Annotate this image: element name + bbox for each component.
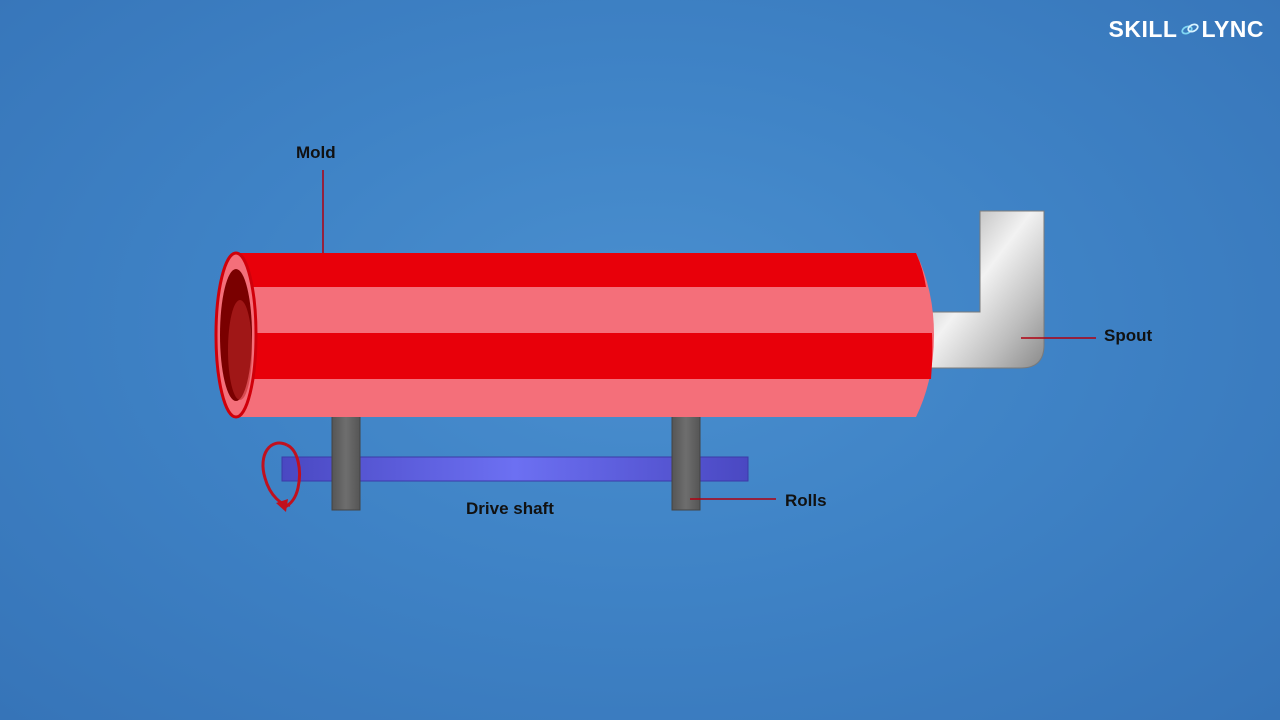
rotation-arrow-icon — [261, 441, 302, 512]
mold — [214, 251, 934, 419]
brand-left-text: SKILL — [1108, 15, 1178, 42]
rolls-label: Rolls — [785, 491, 827, 510]
roll-right — [671, 413, 701, 511]
brand-logo: SKILL LYNC — [1109, 14, 1264, 44]
drive-shaft-label: Drive shaft — [466, 499, 554, 518]
mold-label: Mold — [296, 143, 336, 162]
roll-left — [331, 413, 361, 511]
brand-right-text: LYNC — [1201, 15, 1264, 42]
spout-label: Spout — [1104, 326, 1153, 345]
spout — [925, 210, 1045, 369]
chain-link-icon — [1180, 23, 1199, 35]
